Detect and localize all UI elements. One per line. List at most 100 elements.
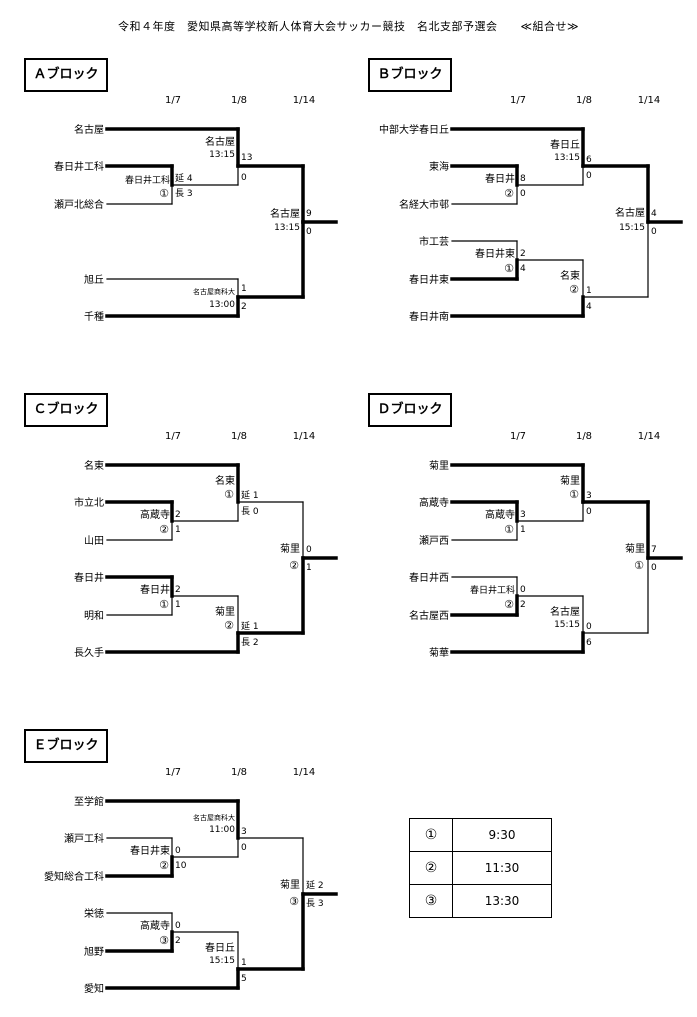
team-name: 菊華 — [429, 647, 449, 659]
score: 0 — [586, 507, 592, 517]
venue-mark: ② — [504, 187, 514, 200]
score: 0 — [175, 846, 181, 856]
team-name: 瀬戸北総合 — [54, 198, 104, 211]
score: 3 — [520, 510, 526, 520]
score: 7 — [651, 545, 657, 555]
table-row: ③ 13:30 — [409, 884, 552, 918]
venue-mark: ① — [159, 187, 169, 200]
match-winner: 名古屋商科大 — [193, 813, 235, 822]
table-row: ② 11:30 — [409, 851, 552, 885]
venue-mark: ① — [504, 262, 514, 275]
match-winner: 名古屋 — [270, 207, 300, 220]
score: 延 2 — [306, 879, 324, 891]
team-name: 山田 — [84, 535, 104, 547]
score: 2 — [241, 302, 247, 312]
score: 3 — [241, 827, 247, 837]
score: 0 — [306, 545, 312, 555]
round-date: 1/7 — [165, 95, 181, 106]
team-name: 春日井 — [74, 571, 104, 584]
score: 0 — [241, 843, 247, 853]
match-winner: 春日丘 — [205, 942, 235, 954]
score: 長 3 — [175, 188, 193, 199]
page-title: 令和４年度 愛知県高等学校新人体育大会サッカー競技 名北支部予選会 ≪組合せ≫ — [117, 20, 580, 33]
team-name: 高蔵寺 — [419, 496, 449, 509]
venue-mark: ① — [634, 559, 644, 572]
team-name: 千種 — [84, 310, 104, 323]
venue-mark: ② — [504, 598, 514, 611]
match-time: 13:15 — [554, 153, 580, 163]
match-winner: 高蔵寺 — [140, 919, 170, 932]
score: 0 — [175, 921, 181, 931]
round-date: 1/8 — [576, 431, 592, 442]
round-date: 1/14 — [293, 431, 315, 442]
match-time: 13:00 — [209, 300, 235, 310]
match-winner: 名古屋 — [205, 135, 235, 148]
score: 1 — [175, 525, 181, 535]
match-time: 13:15 — [274, 223, 300, 233]
venue-mark: ① — [504, 523, 514, 536]
score: 1 — [241, 958, 247, 968]
score: 延 1 — [241, 489, 259, 501]
match-winner: 菊里 — [560, 475, 580, 487]
score: 長 3 — [306, 898, 324, 909]
team-name: 菊里 — [429, 460, 449, 472]
team-name: 市立北 — [74, 496, 104, 509]
score: 4 — [651, 209, 657, 219]
round-date: 1/8 — [231, 95, 247, 106]
block-e-label: Ｅブロック — [24, 729, 108, 763]
round-date: 1/14 — [293, 95, 315, 106]
kickoff-time: 13:30 — [452, 884, 552, 918]
round-date: 1/8 — [576, 95, 592, 106]
score: 1 — [520, 525, 526, 535]
team-name: 春日井西 — [409, 571, 449, 584]
score: 長 0 — [241, 506, 259, 517]
match-winner: 名東 — [215, 474, 235, 487]
match-time: 15:15 — [209, 956, 235, 966]
team-name: 名古屋 — [74, 123, 104, 136]
round-date: 1/14 — [293, 767, 315, 778]
round-date: 1/7 — [165, 767, 181, 778]
score: 2 — [520, 600, 526, 610]
score: 0 — [651, 563, 657, 573]
venue-mark: ② — [224, 619, 234, 632]
team-name: 明和 — [84, 610, 104, 622]
match-winner: 菊里 — [280, 543, 300, 555]
score: 2 — [175, 510, 181, 520]
venue-mark: ③ — [289, 895, 299, 908]
match-winner: 名古屋 — [615, 206, 645, 219]
table-row: ① 9:30 — [409, 818, 552, 852]
score: 6 — [586, 155, 592, 165]
match-time: 13:15 — [209, 150, 235, 160]
team-name: 春日井東 — [409, 273, 449, 286]
round-date: 1/7 — [165, 431, 181, 442]
team-name: 愛知 — [84, 982, 104, 995]
block-b-label: Ｂブロック — [368, 58, 452, 92]
team-name: 瀬戸工科 — [64, 832, 104, 845]
team-name: 名古屋西 — [409, 609, 449, 622]
match-winner: 菊里 — [625, 543, 645, 555]
kickoff-time: 9:30 — [452, 818, 552, 852]
block-a-label: Ａブロック — [24, 58, 108, 92]
venue-mark: ② — [159, 523, 169, 536]
match-winner: 春日井東 — [475, 247, 515, 260]
venue-mark: ② — [569, 283, 579, 296]
venue-mark: ② — [159, 859, 169, 872]
match-time: 15:15 — [619, 223, 645, 233]
team-name: 至学館 — [74, 795, 104, 808]
match-winner: 春日井工科 — [470, 584, 515, 596]
score: 延 4 — [175, 172, 193, 184]
score: 2 — [175, 585, 181, 595]
team-name: 春日井工科 — [54, 160, 104, 173]
venue-mark: ① — [224, 488, 234, 501]
team-name: 長久手 — [74, 646, 104, 659]
team-name: 中部大学春日丘 — [379, 123, 449, 136]
venue-mark: ② — [289, 559, 299, 572]
match-winner: 春日井 — [140, 583, 170, 596]
match-winner: 春日井東 — [130, 844, 170, 857]
venue-mark: ① — [159, 598, 169, 611]
round-date: 1/14 — [638, 431, 660, 442]
score: 0 — [306, 227, 312, 237]
round-date: 1/7 — [510, 95, 526, 106]
team-name: 春日井南 — [409, 310, 449, 323]
